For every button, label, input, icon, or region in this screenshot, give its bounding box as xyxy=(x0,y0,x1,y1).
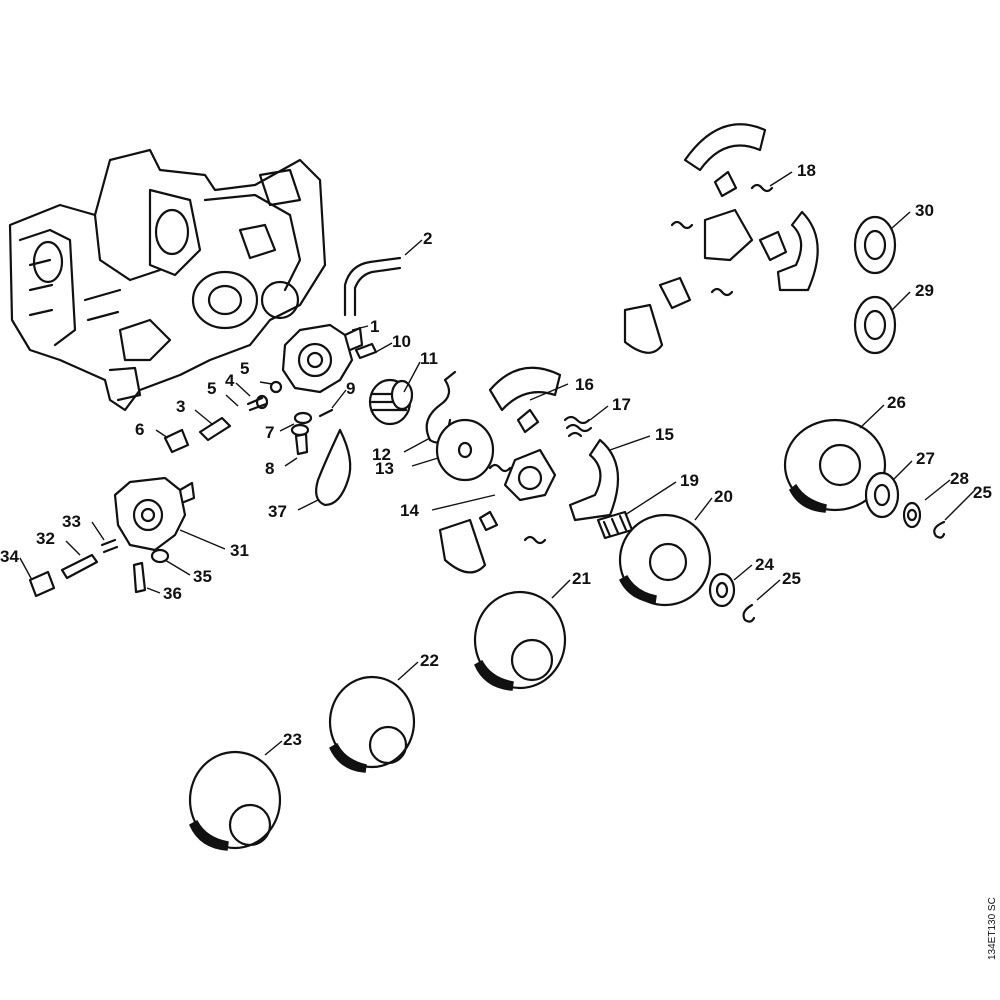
callout-21: 21 xyxy=(572,569,591,588)
clutch-shoe-upper xyxy=(488,366,562,434)
callout-7: 7 xyxy=(265,423,274,442)
callout-8: 8 xyxy=(265,459,274,478)
clutch-shoe-lower xyxy=(438,510,547,574)
callout-2: 2 xyxy=(423,229,432,248)
callout-32: 32 xyxy=(36,529,55,548)
e-clip-25a xyxy=(933,520,946,539)
callout-36: 36 xyxy=(163,584,182,603)
callout-28: 28 xyxy=(950,469,969,488)
callout-19: 19 xyxy=(680,471,699,490)
callout-14: 14 xyxy=(400,501,419,520)
callout-25b: 25 xyxy=(782,569,801,588)
worm-gear xyxy=(368,378,414,426)
callout-9: 9 xyxy=(346,379,355,398)
callout-23: 23 xyxy=(283,730,302,749)
spur-sprocket-22 xyxy=(328,675,416,773)
oil-pump xyxy=(281,323,364,394)
callout-31: 31 xyxy=(230,541,249,560)
clutch-carrier xyxy=(488,448,557,502)
callout-13: 13 xyxy=(375,459,394,478)
callout-18: 18 xyxy=(797,161,816,180)
callout-11: 11 xyxy=(420,349,438,368)
clutch-shoe-15 xyxy=(568,438,620,522)
oil-pump-31-small-parts xyxy=(28,538,170,598)
rim-sprocket-27 xyxy=(864,471,900,519)
callout-35: 35 xyxy=(193,567,212,586)
rim-sprocket-30 xyxy=(853,215,897,275)
callout-17: 17 xyxy=(612,395,631,414)
spur-sprocket-23 xyxy=(188,750,282,851)
clutch-spring-17 xyxy=(563,415,593,438)
callout-16: 16 xyxy=(575,375,594,394)
callout-33: 33 xyxy=(62,512,81,531)
spur-sprocket-21 xyxy=(473,590,567,691)
clutch-assembly-upper xyxy=(623,123,819,354)
callout-27: 27 xyxy=(916,449,935,468)
callout-15: 15 xyxy=(655,425,674,444)
leader-lines xyxy=(19,171,976,756)
washer-24 xyxy=(708,572,736,608)
spring-37 xyxy=(315,428,352,507)
callout-22: 22 xyxy=(420,651,439,670)
oil-pump-31 xyxy=(113,476,196,552)
rim-sprocket-29 xyxy=(853,295,897,355)
crankcase xyxy=(8,148,327,412)
callout-5b: 5 xyxy=(207,379,216,398)
washer-13 xyxy=(435,418,495,482)
oil-pump-small-parts xyxy=(163,380,334,456)
callout-6: 6 xyxy=(135,420,144,439)
callout-5a: 5 xyxy=(240,359,249,378)
callout-37: 37 xyxy=(268,502,287,521)
callout-3: 3 xyxy=(176,397,185,416)
callout-12: 12 xyxy=(372,445,391,464)
clutch-drum-26 xyxy=(783,418,887,513)
callout-20: 20 xyxy=(714,487,733,506)
callout-1: 1 xyxy=(370,317,379,336)
callout-25a: 25 xyxy=(973,483,992,502)
callout-numbers: 2 1 10 11 9 5 4 5 3 6 7 8 12 13 14 16 17… xyxy=(0,161,992,749)
callout-29: 29 xyxy=(915,281,934,300)
callout-24: 24 xyxy=(755,555,774,574)
diagram-code: 134ET130 SC xyxy=(987,897,998,960)
e-clip-25b xyxy=(742,603,756,623)
callout-10: 10 xyxy=(392,332,411,351)
oil-hose xyxy=(343,256,402,317)
callout-4: 4 xyxy=(225,371,235,390)
washer-28 xyxy=(902,501,922,529)
clutch-drum-20 xyxy=(618,513,712,607)
callout-30: 30 xyxy=(915,201,934,220)
callout-34: 34 xyxy=(0,547,19,566)
callout-26: 26 xyxy=(887,393,906,412)
